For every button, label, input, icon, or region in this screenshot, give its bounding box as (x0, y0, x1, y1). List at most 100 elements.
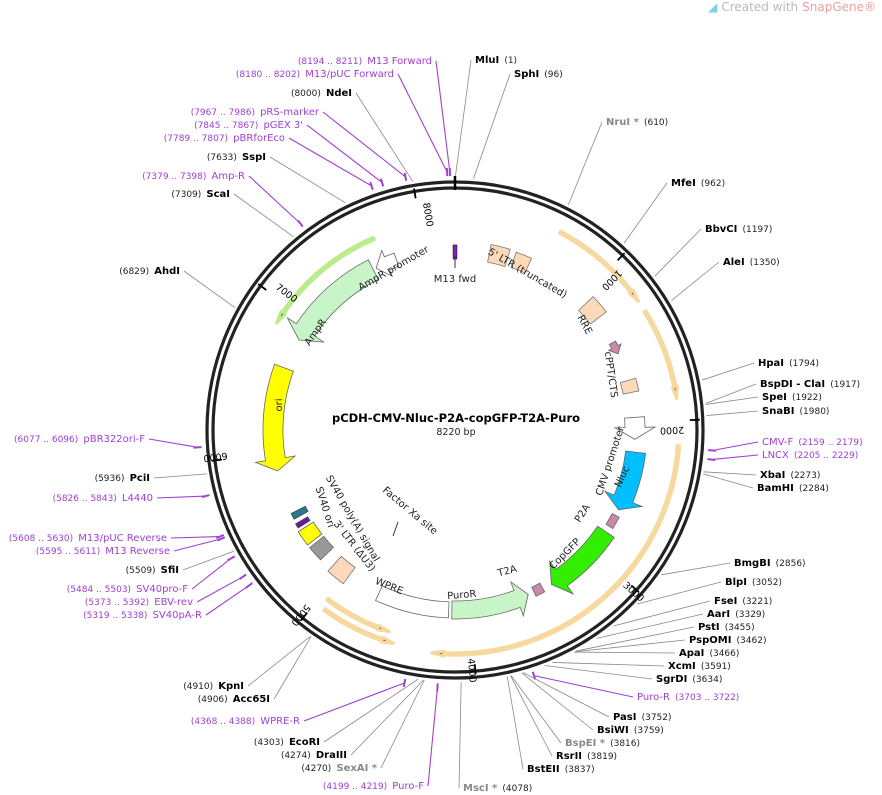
nluc-arrow[interactable] (603, 450, 647, 511)
enzyme-leader-line (637, 581, 722, 605)
site-label-cmv-f[interactable]: CMV-F (2159 .. 2179) (762, 430, 863, 449)
site-label-sgrdi[interactable]: SgrDI (3634) (656, 667, 722, 686)
site-label-m13-puc-reverse[interactable]: (5608 .. 5630) M13/pUC Reverse (9, 526, 167, 545)
site-label-mfei[interactable]: MfeI (962) (671, 171, 725, 190)
site-label-bsteii[interactable]: BstEII (3837) (527, 757, 595, 776)
site-position: (1794) (789, 359, 819, 369)
orange-feature-arc[interactable] (642, 309, 679, 401)
site-label-hpai[interactable]: HpaI (1794) (758, 351, 819, 370)
feature-label-t2a[interactable]: T2A (496, 564, 519, 580)
cmv-promoter-arrow[interactable] (613, 416, 657, 440)
site-label-spei[interactable]: SpeI (1922) (762, 385, 822, 404)
site-label-sspi[interactable]: (7633) SspI (207, 145, 266, 164)
site-label-bamhi[interactable]: BamHI (2284) (757, 476, 829, 495)
sv40-promoter-mark[interactable] (295, 516, 311, 529)
ampr-arrow[interactable] (286, 259, 379, 343)
sv40-ori-box[interactable] (297, 521, 323, 546)
site-label-apai[interactable]: ApaI (3466) (679, 641, 739, 660)
site-label-sv40pro-f[interactable]: (5484 .. 5503) SV40pro-F (67, 577, 188, 596)
site-label-sexai-[interactable]: (4270) SexAI * (301, 756, 377, 775)
site-position: (7789 .. 7807) (164, 134, 228, 144)
feature-label-5-ltr-truncated-[interactable]: 5' LTR (truncated) (486, 247, 569, 301)
site-label-sv40pa-r[interactable]: (5319 .. 5338) SV40pA-R (83, 603, 202, 622)
ampr-promoter-arrow[interactable] (375, 249, 400, 278)
feature-label-ori[interactable]: ori (274, 398, 285, 411)
orange-feature-arc[interactable] (558, 229, 640, 303)
site-label-pbr322ori-f[interactable]: (6077 .. 6096) pBR322ori-F (14, 427, 145, 446)
site-label-pgex-3-[interactable]: (7845 .. 7867) pGEX 3' (194, 113, 303, 132)
m13-fwd-feature[interactable] (452, 244, 458, 260)
site-position: (1350) (750, 258, 780, 268)
site-label-bspdi-clai[interactable]: BspDI - ClaI (1917) (760, 372, 860, 391)
site-label-m13-forward[interactable]: (8194 .. 8211) M13 Forward (298, 49, 432, 68)
rre-box[interactable] (578, 296, 607, 325)
site-label-fsei[interactable]: FseI (3221) (714, 589, 772, 608)
site-label-psti[interactable]: PstI (3455) (698, 615, 755, 634)
teal-mark[interactable] (290, 505, 309, 520)
site-label-prs-marker[interactable]: (7967 .. 7986) pRS-marker (191, 100, 320, 119)
ampr-highlight-arc[interactable] (275, 235, 376, 325)
5-ltr-box-1[interactable] (487, 244, 511, 268)
site-label-nrui-[interactable]: NruI * (610) (606, 110, 668, 129)
wpre-box[interactable] (374, 585, 450, 619)
p2a-feature[interactable] (605, 513, 620, 530)
site-label-ndei[interactable]: (8000) NdeI (291, 81, 352, 100)
site-label-pspomi[interactable]: PspOMI (3462) (689, 628, 766, 647)
site-label-lncx[interactable]: LNCX (2205 .. 2229) (762, 443, 858, 462)
tick-mark (616, 252, 626, 261)
feature-label-factor-xa-site[interactable]: Factor Xa site (380, 485, 439, 537)
site-label-l4440[interactable]: (5826 .. 5843) L4440 (53, 486, 153, 505)
site-label-puro-r[interactable]: Puro-R (3703 .. 3722) (637, 685, 739, 704)
feature-label-cppt-cts[interactable]: cPPT/CTS (602, 351, 619, 399)
site-label-draiii[interactable]: (4274) DraIII (281, 743, 347, 762)
site-position: (4906) (198, 695, 228, 705)
site-label-acc65i[interactable]: (4906) Acc65I (198, 687, 270, 706)
site-label-ecori[interactable]: (4303) EcoRI (254, 730, 320, 749)
site-label-pasi[interactable]: PasI (3752) (613, 705, 672, 724)
site-label-bsiwi[interactable]: BsiWI (3759) (597, 718, 664, 737)
site-label-ebv-rev[interactable]: (5373 .. 5392) EBV-rev (85, 590, 193, 609)
site-label-mlui[interactable]: MluI (1) (475, 48, 517, 67)
site-label-alei[interactable]: AleI (1350) (723, 250, 780, 269)
site-label-pcii[interactable]: (5936) PciI (95, 466, 150, 485)
site-label-m13-reverse[interactable]: (5595 .. 5611) M13 Reverse (36, 539, 170, 558)
site-name: EBV-rev (154, 597, 193, 608)
ori-arrow[interactable] (254, 363, 297, 472)
feature-label-puror[interactable]: PuroR (447, 589, 477, 603)
t2a-feature[interactable] (531, 582, 546, 597)
sv40-polya-box[interactable] (309, 535, 334, 561)
site-label-wpre-r[interactable]: (4368 .. 4388) WPRE-R (191, 709, 300, 728)
site-name: AleI (723, 257, 745, 268)
site-label-bbvci[interactable]: BbvCI (1197) (705, 217, 772, 236)
site-label-sphi[interactable]: SphI (96) (514, 62, 563, 81)
site-label-sfii[interactable]: (5509) SfiI (126, 558, 179, 577)
orange-feature-arc[interactable] (325, 596, 391, 634)
site-label-aari[interactable]: AarI (3329) (707, 602, 765, 621)
site-label-xbai[interactable]: XbaI (2273) (760, 463, 820, 482)
site-label-rsrii[interactable]: RsrII (3819) (556, 744, 617, 763)
site-label-bspei-[interactable]: BspEI * (3816) (565, 731, 640, 750)
site-label-bmgbi[interactable]: BmgBI (2856) (734, 551, 806, 570)
site-label-kpni[interactable]: (4910) KpnI (183, 674, 244, 693)
peach-box[interactable] (619, 377, 640, 395)
5-ltr-box-2[interactable] (510, 251, 533, 274)
site-label-amp-r[interactable]: (7379 .. 7398) Amp-R (142, 164, 245, 183)
site-label-xcmi[interactable]: XcmI (3591) (668, 654, 731, 673)
site-label-ahdi[interactable]: (6829) AhdI (119, 259, 180, 278)
site-label-pbrforeco[interactable]: (7789 .. 7807) pBRforEco (164, 126, 285, 145)
site-label-snabi[interactable]: SnaBI (1980) (762, 399, 829, 418)
site-label-puro-f[interactable]: (4199 .. 4219) Puro-F (323, 774, 424, 793)
puror-arrow[interactable] (451, 581, 529, 620)
orange-feature-arc[interactable] (430, 444, 682, 658)
site-label-m13-puc-forward[interactable]: (8180 .. 8202) M13/pUC Forward (236, 62, 394, 81)
site-label-blpi[interactable]: BlpI (3052) (725, 570, 782, 589)
copgfp-arrow[interactable] (549, 525, 615, 595)
cppt-cts-arrow[interactable] (607, 340, 622, 355)
site-label-msci-[interactable]: MscI * (4078) (463, 776, 532, 795)
orange-feature-arc[interactable] (322, 607, 396, 645)
feature-label-p2a[interactable]: P2A (573, 502, 593, 524)
3-ltr-box[interactable] (327, 555, 356, 585)
factor-xa-site-mark (392, 521, 399, 537)
feature-label-m13-fwd[interactable]: M13 fwd (434, 274, 476, 285)
site-label-scai[interactable]: (7309) ScaI (171, 182, 230, 201)
